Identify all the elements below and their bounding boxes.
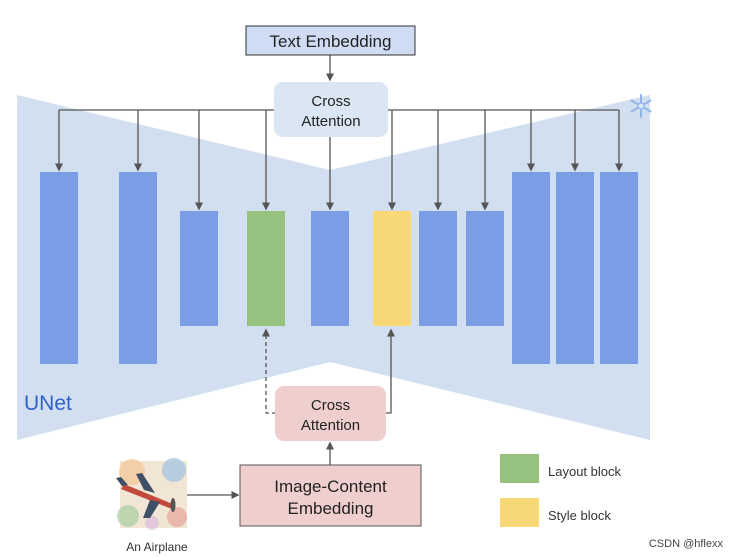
unet-block-1 <box>40 172 78 364</box>
unet-block-2 <box>119 172 157 364</box>
style-solid-arrow <box>385 328 395 414</box>
legend-style-label: Style block <box>548 508 611 523</box>
unet-block-3 <box>180 211 218 326</box>
airplane-image <box>116 458 187 530</box>
cross-attention-top-line2: Attention <box>301 113 360 130</box>
style-block <box>373 211 411 326</box>
cross-attention-bottom-line2: Attention <box>301 417 360 434</box>
layout-block <box>247 211 285 326</box>
image-content-line1: Image-Content <box>274 477 387 496</box>
layout-dashed-arrow <box>262 328 276 414</box>
cross-attention-bottom-line1: Cross <box>311 397 350 414</box>
text-embedding-label: Text Embedding <box>270 32 392 51</box>
unet-block-8 <box>512 172 550 364</box>
snowflake-icon <box>630 94 652 118</box>
image-caption: An Airplane <box>126 540 188 554</box>
watermark: CSDN @hflexx <box>649 538 724 550</box>
legend-layout-swatch <box>500 454 539 483</box>
unet-block-9 <box>556 172 594 364</box>
cross-attention-bottom-box <box>275 386 386 441</box>
unet-block-mid <box>311 211 349 326</box>
legend-layout-label: Layout block <box>548 464 621 479</box>
cross-attention-top-box <box>274 82 388 137</box>
unet-block-10 <box>600 172 638 364</box>
image-content-line2: Embedding <box>287 499 373 518</box>
unet-block-7 <box>466 211 504 326</box>
unet-label: UNet <box>24 392 72 415</box>
unet-block-6 <box>419 211 457 326</box>
legend-style-swatch <box>500 498 539 527</box>
attention-bus <box>55 109 623 211</box>
text-embedding-box <box>245 25 416 56</box>
image-content-embedding-box <box>239 464 422 527</box>
cross-attention-top-line1: Cross <box>311 93 350 110</box>
